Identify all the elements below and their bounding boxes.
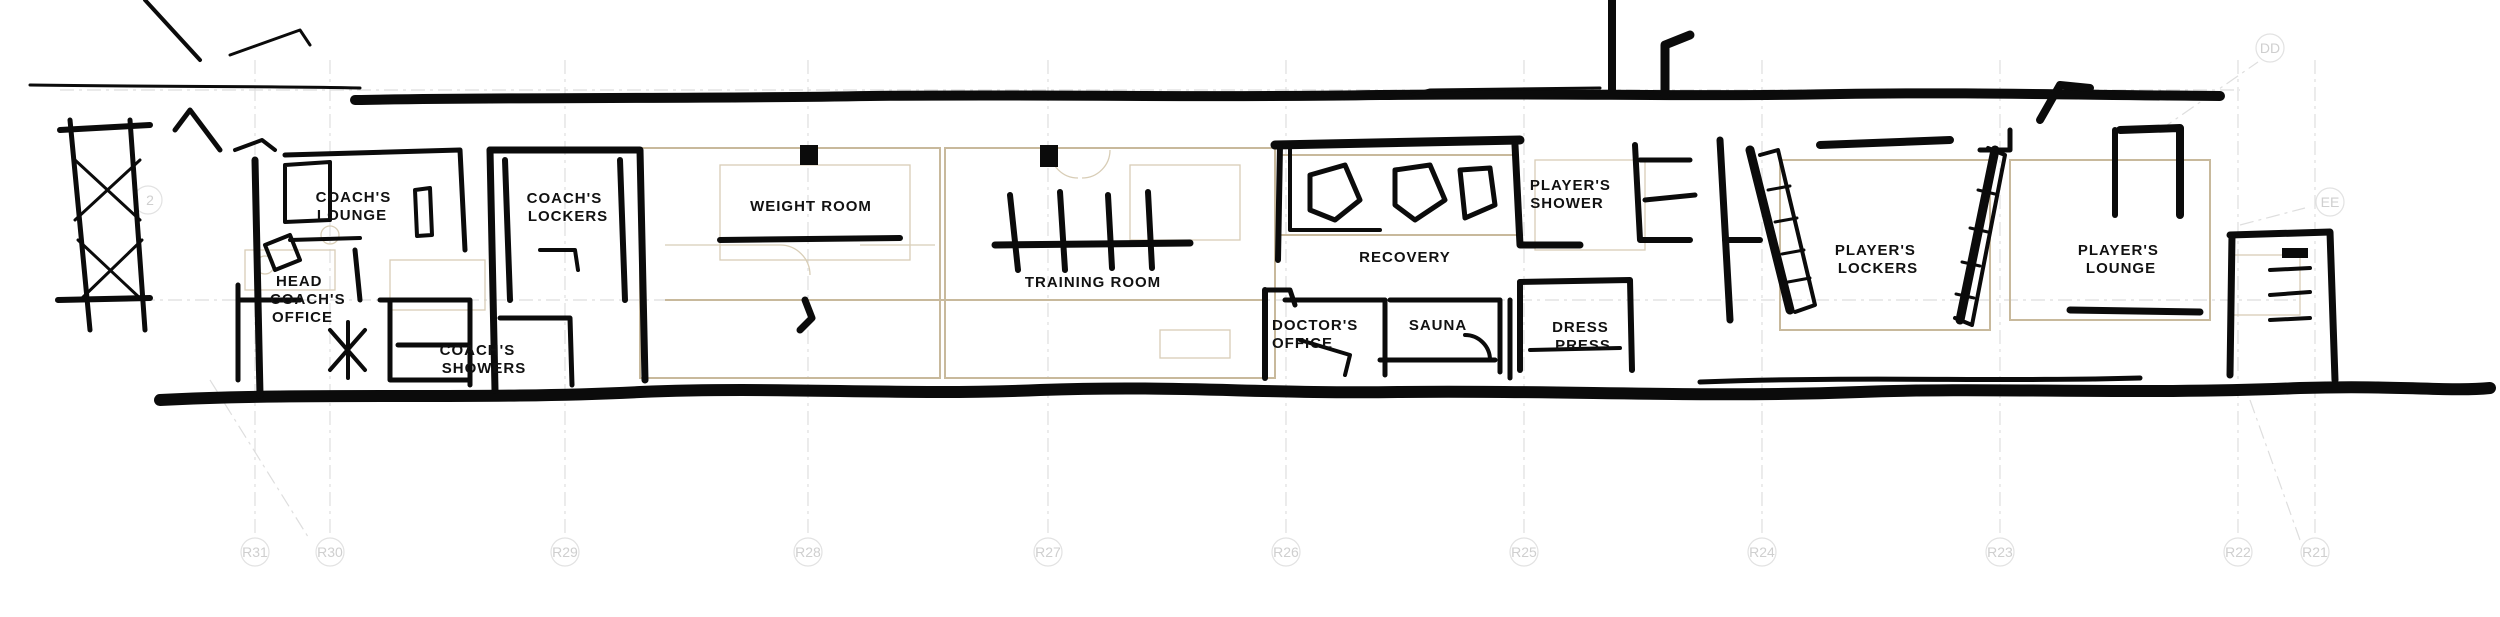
label-sauna: SAUNA bbox=[1409, 317, 1467, 334]
grid-label-r23: R23 bbox=[1987, 544, 2013, 560]
grid-label-r30: R30 bbox=[317, 544, 343, 560]
label-dress-press: DRESS PRESS bbox=[1552, 319, 1614, 354]
grid-label-partial: 2 bbox=[146, 192, 154, 208]
room-labels: COACH'S LOUNGE COACH'S LOCKERS HEAD COAC… bbox=[270, 177, 2164, 377]
grid-label-r26: R26 bbox=[1273, 544, 1299, 560]
grid-label-r27: R27 bbox=[1035, 544, 1061, 560]
grid-bubbles bbox=[133, 33, 2345, 567]
grid-label-r21: R21 bbox=[2302, 544, 2328, 560]
walls bbox=[28, 0, 2496, 406]
label-player-lounge: PLAYER'S LOUNGE bbox=[2078, 242, 2164, 277]
label-weight-room: WEIGHT ROOM bbox=[750, 198, 872, 215]
grid-label-dd: DD bbox=[2260, 40, 2280, 56]
grid-label-r25: R25 bbox=[1511, 544, 1537, 560]
grid-label-r28: R28 bbox=[795, 544, 821, 560]
grid-label-r22: R22 bbox=[2225, 544, 2251, 560]
label-coach-showers: COACH'S SHOWERS bbox=[440, 342, 527, 377]
label-recovery: RECOVERY bbox=[1359, 249, 1451, 266]
grid-label-r31: R31 bbox=[242, 544, 268, 560]
label-doctor-office: DOCTOR'S OFFICE bbox=[1272, 317, 1363, 352]
grid-label-r29: R29 bbox=[552, 544, 578, 560]
label-player-lockers: PLAYER'S LOCKERS bbox=[1835, 242, 1921, 277]
label-coach-lockers: COACH'S LOCKERS bbox=[527, 190, 609, 225]
grid-label-ee: EE bbox=[2321, 194, 2340, 210]
label-training-room: TRAINING ROOM bbox=[1025, 274, 1161, 291]
grid-label-r24: R24 bbox=[1749, 544, 1775, 560]
label-head-coach-office: HEAD COACH'S OFFICE bbox=[270, 273, 351, 326]
label-coach-lounge: COACH'S LOUNGE bbox=[316, 189, 397, 224]
label-player-shower: PLAYER'S SHOWER bbox=[1530, 177, 1616, 212]
